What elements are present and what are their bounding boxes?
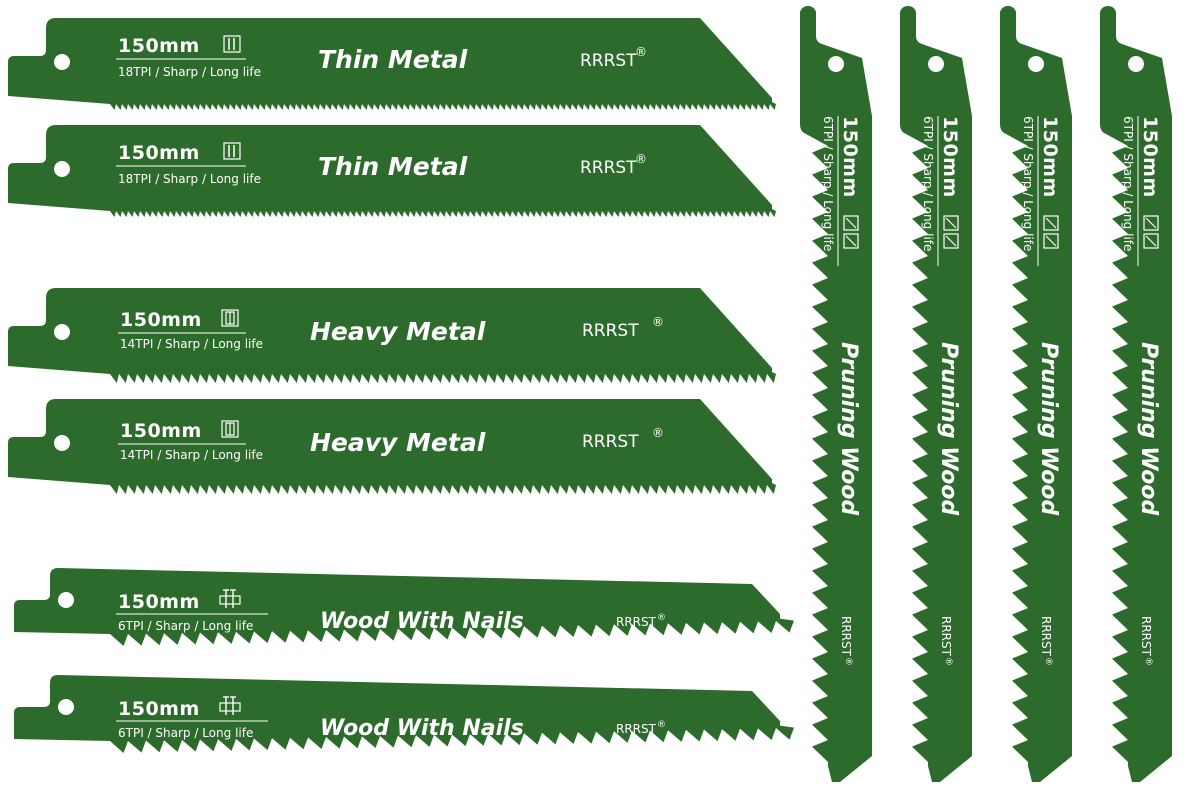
blade-spec: 14TPI / Sharp / Long life [120, 448, 263, 462]
blade-length: 150mm [118, 142, 200, 164]
thin-metal-icon [223, 142, 241, 160]
pruning-wood-icon [843, 215, 859, 249]
registered-mark: ® [652, 426, 664, 440]
blade-spec: 6TPI / Sharp / Long life [1021, 116, 1035, 251]
blade-wood-nails-2: 150mm 6TPI / Sharp / Long life Wood With… [14, 675, 780, 741]
blade-spec: 18TPI / Sharp / Long life [118, 65, 261, 79]
blade-spec: 6TPI / Sharp / Long life [118, 619, 253, 633]
pruning-wood-icon [1043, 215, 1059, 249]
blade-spec: 6TPI / Sharp / Long life [821, 116, 835, 251]
blade-brand: RRRST [1139, 616, 1153, 657]
blade-length: 150mm [1139, 116, 1161, 198]
saw-teeth [110, 618, 794, 646]
blade-brand: RRRST [839, 616, 853, 657]
blade-pruning-wood-3: 150mm 6TPI / Sharp / Long life Pruning W… [1000, 6, 1072, 782]
blade-length: 150mm [839, 116, 861, 198]
blade-name: Pruning Wood [836, 342, 861, 516]
saw-teeth [110, 372, 776, 383]
blade-length: 150mm [118, 591, 200, 613]
blade-pruning-wood-2: 150mm 6TPI / Sharp / Long life Pruning W… [900, 6, 972, 782]
blade-spec: 6TPI / Sharp / Long life [921, 116, 935, 251]
saw-teeth [110, 725, 794, 753]
registered-mark: ® [1143, 657, 1153, 666]
blade-brand: RRRST [580, 51, 637, 71]
blade-brand: RRRST [616, 722, 657, 736]
blade-length: 150mm [1039, 116, 1061, 198]
blade-spec: 6TPI / Sharp / Long life [1121, 116, 1135, 251]
blade-name: Thin Metal [318, 152, 468, 181]
blade-name: Pruning Wood [936, 342, 961, 516]
saw-teeth [110, 483, 776, 494]
registered-mark: ® [657, 613, 666, 623]
registered-mark: ® [843, 657, 853, 666]
blade-spec: 6TPI / Sharp / Long life [118, 726, 253, 740]
blade-length: 150mm [939, 116, 961, 198]
blade-name: Thin Metal [318, 45, 468, 74]
registered-mark: ® [657, 720, 666, 730]
pruning-wood-icon [1143, 215, 1159, 249]
blade-brand: RRRST [616, 615, 657, 629]
blade-heavy-metal-1: 150mm 14TPI / Sharp / Long life Heavy Me… [8, 288, 772, 374]
blade-wood-nails-1: 150mm 6TPI / Sharp / Long life Wood With… [14, 568, 780, 634]
registered-mark: ® [652, 315, 664, 329]
blade-spec: 18TPI / Sharp / Long life [118, 172, 261, 186]
heavy-metal-icon [221, 309, 239, 327]
heavy-metal-icon [221, 420, 239, 438]
wood-nails-icon [219, 589, 241, 608]
blade-name: Heavy Metal [310, 428, 486, 457]
saw-teeth [110, 209, 776, 217]
blade-name: Heavy Metal [310, 317, 486, 346]
blade-name: Pruning Wood [1036, 342, 1061, 516]
blade-pruning-wood-1: 150mm 6TPI / Sharp / Long life Pruning W… [800, 6, 872, 782]
registered-mark: ® [635, 45, 647, 59]
saw-teeth [110, 102, 776, 110]
blade-pruning-wood-4: 150mm 6TPI / Sharp / Long life Pruning W… [1100, 6, 1172, 782]
blade-heavy-metal-2: 150mm 14TPI / Sharp / Long life Heavy Me… [8, 399, 772, 485]
pruning-wood-icon [943, 215, 959, 249]
blade-thin-metal-1: 150mm 18TPI / Sharp / Long life Thin Met… [8, 18, 772, 104]
blade-length: 150mm [118, 35, 200, 57]
registered-mark: ® [1043, 657, 1053, 666]
blade-brand: RRRST [1039, 616, 1053, 657]
thin-metal-icon [223, 35, 241, 53]
blade-brand: RRRST [580, 158, 637, 178]
blade-brand: RRRST [582, 432, 639, 452]
blade-thin-metal-2: 150mm 18TPI / Sharp / Long life Thin Met… [8, 125, 772, 211]
wood-nails-icon [219, 696, 241, 715]
blade-spec: 14TPI / Sharp / Long life [120, 337, 263, 351]
blade-length: 150mm [118, 698, 200, 720]
blade-name: Wood With Nails [320, 716, 524, 741]
blade-brand: RRRST [939, 616, 953, 657]
blade-length: 150mm [120, 309, 202, 331]
registered-mark: ® [943, 657, 953, 666]
blade-brand: RRRST [582, 321, 639, 341]
registered-mark: ® [635, 152, 647, 166]
blade-length: 150mm [120, 420, 202, 442]
blade-name: Wood With Nails [320, 609, 524, 634]
blade-name: Pruning Wood [1136, 342, 1161, 516]
